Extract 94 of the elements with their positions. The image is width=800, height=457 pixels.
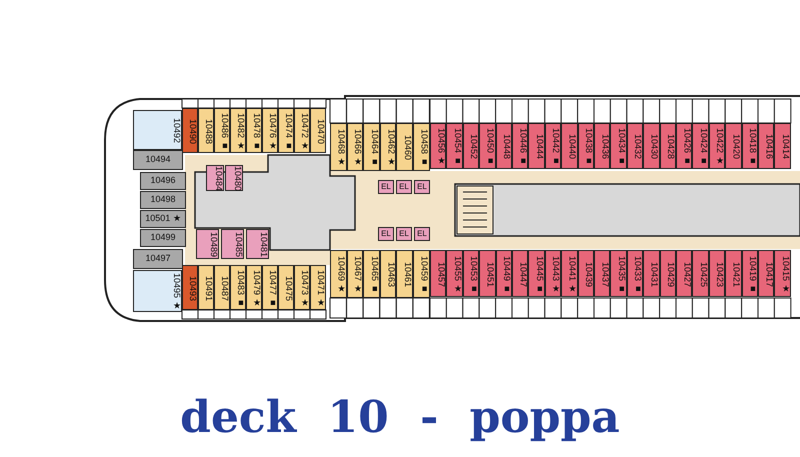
cabin: 10494 (133, 150, 183, 170)
elevator: EL (378, 180, 394, 194)
cabin: 10432 (626, 123, 644, 169)
cabin: 10440 (561, 123, 578, 169)
cabin: 10499 (140, 229, 186, 247)
cabin: 10416 (758, 123, 774, 169)
cabin: 10461 (396, 250, 413, 298)
cabin: 10480 (225, 165, 243, 191)
elevator: EL (414, 227, 430, 241)
cabin: 10422 ★ (708, 123, 726, 169)
cabin: 10491 (198, 265, 214, 310)
cabin: 10454 ■ (446, 123, 463, 169)
cabin: 10449 ■ (496, 250, 512, 297)
cabin: 10442 ■ (544, 123, 562, 169)
cabin: 10456 ★ (430, 123, 446, 169)
cabin: 10466 ★ (346, 123, 364, 171)
cabin: 10419 ■ (742, 250, 758, 297)
cabin: 10450 ■ (479, 123, 496, 169)
cabin: 10493 (182, 265, 198, 310)
cabin: 10459 ■ (413, 250, 430, 298)
cabin: 10429 (660, 250, 676, 297)
cabin: 10485 (221, 229, 244, 259)
elevator: EL (378, 227, 394, 241)
cabin: 10477 ■ (262, 265, 278, 310)
cabin: 10463 (380, 250, 396, 298)
cabin: 10470 (310, 108, 326, 153)
cabin: 10488 (198, 108, 214, 153)
cabin: 10483 ■ (230, 265, 246, 310)
cabin: 10444 (528, 123, 545, 169)
cabin: 10418 ■ (742, 123, 758, 169)
cabin: 10420 (725, 123, 742, 169)
cabin: 10437 (594, 250, 610, 297)
cabin: 10487 (214, 265, 230, 310)
cabin: 10478 ■ (246, 108, 262, 153)
cabin: 10428 (660, 123, 676, 169)
cabin: 10498 (140, 191, 186, 209)
cabin: 10482 ★ (230, 108, 246, 153)
cabin: 10474 ■ (278, 108, 294, 153)
cabin: 10446 ■ (512, 123, 528, 169)
cabin: 10453 ■ (462, 250, 480, 297)
cabin: 10496 (140, 172, 186, 190)
cabin: 10486 ■ (214, 108, 230, 153)
cabin: 10441 ★ (561, 250, 578, 297)
cabin: 10430 (643, 123, 660, 169)
cabin: 10490 (182, 108, 198, 153)
cabin: 10468 ★ (330, 123, 347, 171)
cabin: 10417 (758, 250, 774, 297)
cabin: 10455 ★ (446, 250, 463, 297)
cabin: 10427 (676, 250, 692, 297)
elevator: EL (396, 180, 412, 194)
cabin: 10501 ★ (140, 210, 186, 228)
cabin: 10469 ★ (330, 250, 347, 298)
title: deck 10 - poppa (179, 392, 621, 443)
cabin: 10414 (774, 123, 791, 169)
cabin: 10433 ■ (626, 250, 644, 297)
cabin: 10471 ★ (310, 265, 326, 310)
cabin: 10497 (133, 249, 183, 269)
cabin: 10445 ■ (528, 250, 545, 297)
cabin: 10439 (578, 250, 594, 297)
cabin: 10473 ★ (294, 265, 310, 310)
cabin: 10465 ■ (363, 250, 380, 298)
cabin: 10484 (206, 165, 224, 191)
cabin: 10492 (133, 110, 182, 150)
cabin: 10451 (479, 250, 496, 297)
cabin: 10426 ■ (676, 123, 692, 169)
cabin: 10425 (692, 250, 709, 297)
cabin: 10452 (462, 123, 480, 169)
elevator: EL (414, 180, 430, 194)
cabin: 10457 (430, 250, 446, 297)
cabin: 10467 ★ (346, 250, 364, 298)
cabin: 10472 ★ (294, 108, 310, 153)
cabin: 10415 ★ (774, 250, 791, 297)
cabin: 10475 (278, 265, 294, 310)
cabin: 10476 ★ (262, 108, 278, 153)
cabin: 10423 (708, 250, 726, 297)
cabin: 10434 ■ (610, 123, 627, 169)
cabin: 10436 (594, 123, 610, 169)
cabin: 10438 ■ (578, 123, 594, 169)
cabin: 10464 ■ (363, 123, 380, 171)
cabin: 10458 ■ (413, 123, 430, 171)
cabin: 10481 (246, 229, 269, 259)
cabin: 10424 ■ (692, 123, 709, 169)
cabin: 10431 (643, 250, 660, 297)
elevator: EL (396, 227, 412, 241)
cabin: 10479 ★ (246, 265, 262, 310)
cabin: 10448 (496, 123, 512, 169)
cabin: 10443 ★ (544, 250, 562, 297)
cabin: 10435 ■ (610, 250, 627, 297)
cabin: 10421 (725, 250, 742, 297)
cabin: 10489 (196, 229, 219, 259)
cabin: 10447 (512, 250, 528, 297)
cabin: 10462 ★ (380, 123, 396, 171)
cabin: 10460 (396, 123, 413, 171)
cabin: 10495 ★ (133, 270, 182, 312)
